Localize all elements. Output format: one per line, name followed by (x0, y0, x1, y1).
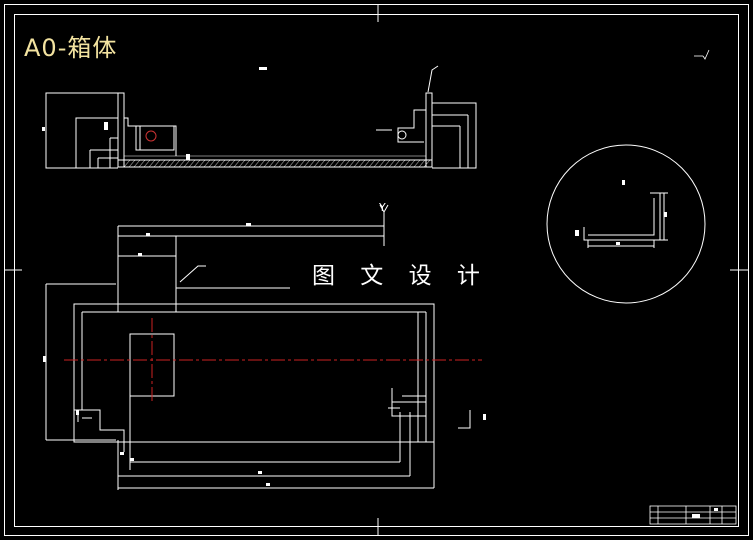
hatch-line (403, 159, 411, 168)
hatch-line (348, 159, 356, 168)
hatch-line (203, 159, 211, 168)
hatch-line (413, 159, 421, 168)
hatch-line (423, 159, 431, 168)
hatch-line (268, 159, 276, 168)
centerlines (64, 318, 482, 404)
hatch-line (148, 159, 156, 168)
hatch-line (293, 159, 301, 168)
hatch-line (188, 159, 196, 168)
hatch-line (278, 159, 286, 168)
hatch-line (243, 159, 251, 168)
sheet-border (4, 4, 749, 536)
drawing-title: A0-箱体 (24, 34, 118, 62)
hatch-line (178, 159, 186, 168)
hatch-line (228, 159, 236, 168)
hatch-line (183, 159, 191, 168)
hatch-line (133, 159, 141, 168)
watermark-text: 图 文 设 计 (312, 263, 489, 289)
hatch-line (143, 159, 151, 168)
hatch-line (163, 159, 171, 168)
top-view (43, 204, 486, 490)
hatch-line (378, 159, 386, 168)
hatch-line (248, 159, 256, 168)
front-view (42, 65, 477, 169)
hatch-line (358, 159, 366, 168)
hatch-line (408, 159, 416, 168)
hatch-line (208, 159, 216, 168)
hatch-line (313, 159, 321, 168)
hatch-line (343, 159, 351, 168)
hatch-line (418, 159, 426, 168)
hatch-line (158, 159, 166, 168)
hatch-line (138, 159, 146, 168)
hatch-line (258, 159, 266, 168)
hatch-line (213, 159, 221, 168)
hatch-line (363, 159, 371, 168)
hatch-line (218, 159, 226, 168)
hatch-line (198, 159, 206, 168)
hatch-line (323, 159, 331, 168)
hatch-line (128, 159, 136, 168)
hatch-line (253, 159, 261, 168)
hatch-line (283, 159, 291, 168)
hatch-line (328, 159, 336, 168)
hatch-line (303, 159, 311, 168)
hatch-line (353, 159, 361, 168)
hatch-line (233, 159, 241, 168)
hatch-line (318, 159, 326, 168)
detail-view (546, 144, 706, 304)
y-axis-label: Y (379, 201, 386, 214)
hatch-line (238, 159, 246, 168)
hatch-line (273, 159, 281, 168)
hatch-line (388, 159, 396, 168)
plate-hatching (123, 159, 431, 168)
hatch-line (153, 159, 161, 168)
hatch-line (308, 159, 316, 168)
hatch-line (398, 159, 406, 168)
hatch-line (338, 159, 346, 168)
hatch-line (298, 159, 306, 168)
hatch-line (288, 159, 296, 168)
hatch-line (383, 159, 391, 168)
hatch-line (368, 159, 376, 168)
roughness-symbol (694, 49, 710, 60)
hatch-line (223, 159, 231, 168)
hatch-line (393, 159, 401, 168)
title-block (649, 505, 737, 525)
hatch-line (123, 159, 131, 168)
hatch-line (168, 159, 176, 168)
hatch-line (173, 159, 181, 168)
hatch-line (263, 159, 271, 168)
hatch-line (373, 159, 381, 168)
hatch-line (333, 159, 341, 168)
hatch-line (193, 159, 201, 168)
